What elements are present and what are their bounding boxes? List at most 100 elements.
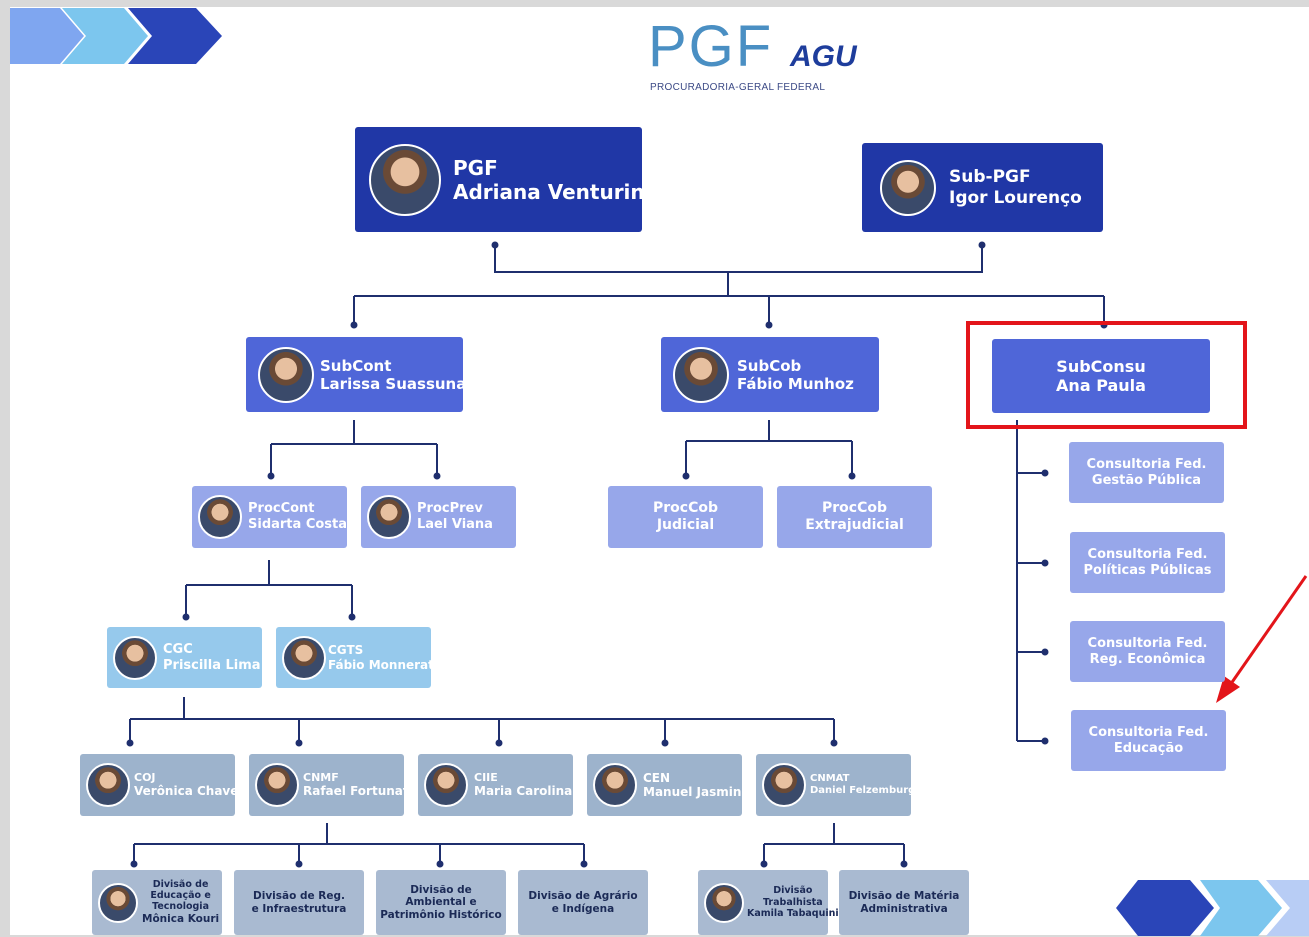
node-consultoria-gestao-publica: Consultoria Fed. Gestão Pública [1069, 442, 1224, 503]
avatar [367, 495, 411, 539]
avatar [198, 495, 242, 539]
node-line: Patrimônio Histórico [380, 908, 502, 921]
node-divisao-ambiental: Divisão de Ambiental e Patrimônio Histór… [376, 870, 506, 935]
node-title: SubCob [737, 356, 802, 375]
node-consultoria-politicas-publicas: Consultoria Fed. Políticas Públicas [1070, 532, 1225, 593]
node-person: Mônica Kouri [142, 912, 220, 925]
node-subtitle: Gestão Pública [1091, 472, 1202, 488]
avatar [593, 763, 637, 807]
connector-dot [1041, 648, 1049, 656]
node-title: CEN [643, 770, 671, 785]
node-divisao-educacao: Divisão de Educação e Tecnologia Mônica … [92, 870, 222, 935]
bottom-right-hex-sky [1200, 880, 1282, 936]
node-title: CIIE [474, 771, 498, 785]
connector-cnmat [763, 823, 905, 864]
top-left-hex-sky [62, 8, 148, 64]
connector-subconsu [1016, 420, 1045, 742]
connector-dot [495, 739, 503, 747]
node-divisao-agrario: Divisão de Agrário e Indígena [518, 870, 648, 935]
node-line: Divisão de Agrário [528, 889, 638, 902]
node-title: ProcCob [821, 500, 887, 517]
avatar [762, 763, 806, 807]
bottom-right-hex-navy [1116, 880, 1214, 936]
node-person: Fábio Monnerat [328, 657, 434, 672]
node-title: ProcCont [248, 501, 315, 517]
node-title: ProcPrev [417, 501, 483, 517]
bottom-right-hex-light [1266, 880, 1309, 936]
node-subtitle: Judicial [656, 517, 715, 533]
node-line: Ambiental e [405, 896, 477, 909]
node-pgf: PGF Adriana Venturini [355, 127, 652, 232]
node-title: CGTS [328, 643, 364, 658]
connector-proccont [185, 560, 353, 617]
node-person: Verônica Chaves [134, 784, 246, 799]
node-subtitle: Políticas Públicas [1083, 562, 1212, 578]
connector-top [494, 245, 983, 273]
connector-dot [295, 739, 303, 747]
node-divisao-materia-administrativa: Divisão de Matéria Administrativa [839, 870, 969, 935]
node-person: Ana Paula [1056, 376, 1146, 395]
connector-dot [491, 241, 499, 249]
node-title: SubCont [320, 356, 392, 375]
connector-dot [126, 739, 134, 747]
avatar [98, 882, 138, 923]
connector-dot [682, 472, 690, 480]
node-proccob-extrajudicial: ProcCob Extrajudicial [777, 486, 932, 548]
node-line: Divisão de [410, 883, 472, 896]
node-person: Fábio Munhoz [737, 374, 854, 393]
node-subtitle: Reg. Econômica [1089, 651, 1206, 667]
avatar [258, 346, 314, 403]
node-title: SubConsu [1056, 356, 1146, 376]
node-line: e Indígena [551, 902, 615, 915]
node-title: CGC [163, 641, 193, 657]
connector-dot [267, 472, 275, 480]
connector-dot [580, 860, 588, 868]
connector-dot [130, 860, 138, 868]
node-divisao-trabalhista: Divisão Trabalhista Kamila Tabaquini [698, 870, 839, 935]
connector-subcob [685, 420, 853, 476]
node-person: Manuel Jasmin [643, 785, 742, 799]
avatar [113, 635, 157, 680]
node-cen: CEN Manuel Jasmin [587, 754, 742, 816]
avatar [86, 763, 130, 807]
node-title: COJ [134, 771, 156, 785]
avatar [880, 159, 936, 216]
node-person: Daniel Felzemburg [810, 785, 916, 796]
node-procprev: ProcPrev Lael Viana [361, 486, 516, 548]
node-proccont: ProcCont Sidarta Costa [192, 486, 347, 548]
logo-pgf: PGF [648, 14, 774, 79]
avatar [282, 635, 326, 680]
node-person: Maria Carolina [474, 784, 573, 799]
node-cnmf: CNMF Rafael Fortunato [249, 754, 417, 816]
node-cgts: CGTS Fábio Monnerat [276, 627, 434, 688]
node-person: Sidarta Costa [248, 517, 348, 532]
connector-dot [295, 860, 303, 868]
node-title: Consultoria Fed. [1088, 724, 1209, 740]
connector-subcont [270, 420, 438, 476]
node-title: PGF [453, 155, 498, 180]
connector-dot [765, 321, 773, 329]
connector-cnmf [133, 823, 585, 864]
node-line: Educação e [150, 890, 211, 901]
node-subtitle: Extrajudicial [805, 517, 904, 533]
connector-dot [433, 472, 441, 480]
connector-cgc [129, 697, 835, 743]
connector-dot [1041, 559, 1049, 567]
connector-dot [978, 241, 986, 249]
connector-dot [436, 860, 444, 868]
node-person: Larissa Suassuna [320, 374, 467, 393]
node-title: ProcCob [653, 500, 718, 517]
node-title: Consultoria Fed. [1087, 546, 1208, 562]
node-line: Trabalhista [762, 896, 823, 908]
node-person: Priscilla Lima [163, 657, 261, 673]
avatar [255, 763, 299, 807]
node-title: CNMF [303, 771, 339, 785]
avatar [704, 882, 744, 923]
node-line: Divisão de [152, 879, 209, 891]
node-divisao-reg-infraestrutura: Divisão de Reg. e Infraestrutura [234, 870, 364, 935]
avatar [673, 346, 729, 403]
connector-dot [848, 472, 856, 480]
node-title: Consultoria Fed. [1086, 456, 1207, 472]
connector-dot [350, 321, 358, 329]
